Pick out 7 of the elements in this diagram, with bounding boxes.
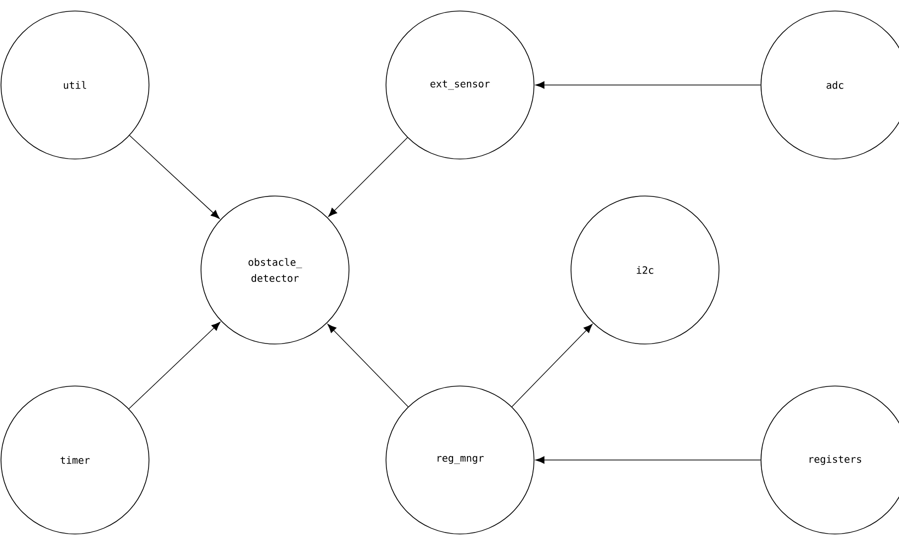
arrow [129,135,220,219]
arrow [535,81,761,89]
arrow [535,456,761,464]
arrow [512,324,592,408]
arrow [328,324,408,408]
arrow [328,137,408,217]
arrow [128,322,220,410]
